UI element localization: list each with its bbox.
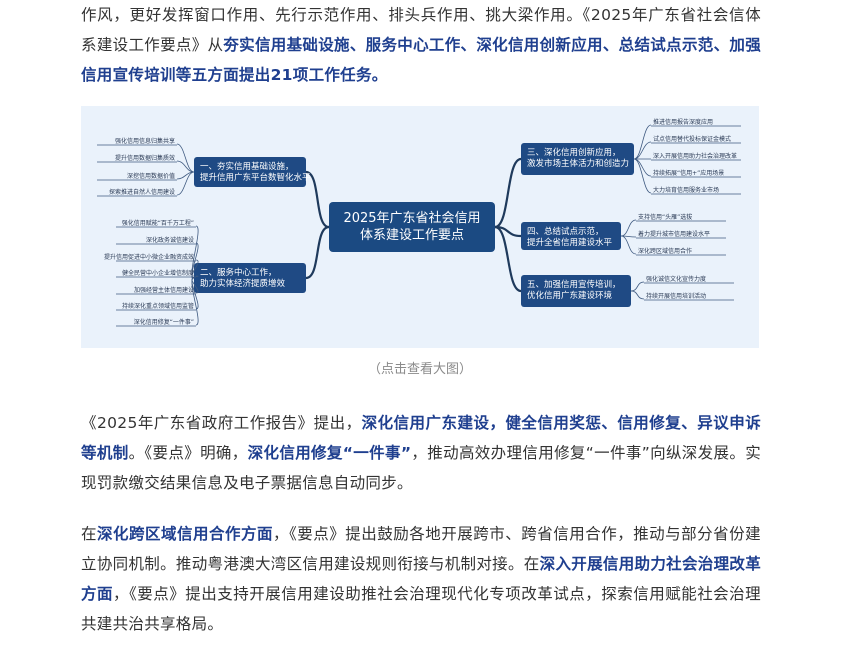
- branch-connector-2: [305, 225, 330, 280]
- leaf-item: 强化信用赋能“百千万工程”: [122, 219, 194, 227]
- mindmap-figure[interactable]: 2025年广东省社会信用体系建设工作要点 一、夯实信用基础设施，提升信用广东平台数…: [81, 106, 759, 348]
- intro-paragraph: 作风，更好发挥窗口作用、先行示范作用、排头兵作用、挑大梁作用。《2025年广东省…: [81, 0, 761, 90]
- branch-title-line: 提升信用广东平台数智化水平: [200, 172, 311, 183]
- leaf-item: 试点信用替代投标保证金模式: [653, 135, 731, 143]
- leaf-item: 深挖信用数据价值: [127, 172, 175, 180]
- leaf-item: 深化信用修复“一件事”: [134, 318, 194, 326]
- branch-connector-3: [494, 157, 522, 229]
- coop-text-1: 在: [81, 525, 97, 543]
- report-highlight-2: 深化信用修复“一件事”: [247, 444, 412, 462]
- leaf-item: 强化信用信息归集共享: [115, 137, 175, 145]
- leaf-connector: [620, 219, 637, 237]
- branch-title-line: 助力实体经济提质增效: [200, 278, 286, 289]
- branch-box-2: [194, 263, 306, 293]
- branch-title-line: 五、加强信用宣传培训，: [527, 279, 621, 290]
- leaf-item: 深化跨区域信用合作: [638, 247, 692, 255]
- leaf-connector: [176, 143, 195, 173]
- leaf-item: 强化诚信文化宣传力度: [646, 275, 706, 283]
- mindmap-center-title-line: 2025年广东省社会信用: [343, 210, 480, 226]
- report-text-3: ，推动高效办理信用修复“一件事”向纵深发展。实现罚款缴交结果信息及电子票据信息自…: [81, 444, 761, 492]
- report-text-2: 。《要点》明确，: [128, 444, 248, 462]
- branch-box-4: [521, 222, 621, 250]
- intro-text: 作风，更好发挥窗口作用、先行示范作用、排头兵作用、挑大梁作用。《2025年广东省…: [81, 6, 761, 54]
- branch-box-3: [521, 143, 634, 175]
- cooperation-paragraph: 在深化跨区域信用合作方面，《要点》提出鼓励各地开展跨市、跨省信用合作，推动与部分…: [81, 519, 761, 639]
- report-paragraph: 《2025年广东省政府工作报告》提出，深化信用广东建设，健全信用奖惩、信用修复、…: [81, 408, 761, 498]
- branch-title-line: 四、总结试点示范，: [527, 226, 604, 237]
- mindmap-center-box: [329, 202, 495, 252]
- leaf-connector: [633, 124, 652, 160]
- leaf-item: 健全民营中小企业增信制度: [122, 269, 194, 277]
- intro-highlight: 夯实信用基础设施、服务中心工作、深化信用创新应用、总结试点示范、加强信用宣传培训…: [81, 36, 761, 84]
- leaf-item: 提升信用促进中小微企业融资成效: [104, 253, 194, 261]
- leaf-connector: [620, 235, 637, 255]
- branch-title-line: 激发市场主体活力和创造力: [527, 158, 629, 169]
- leaf-item: 提升信用数据归集质效: [115, 154, 175, 162]
- leaf-connector: [633, 158, 652, 194]
- branch-title-line: 一、夯实信用基础设施，: [200, 161, 294, 172]
- leaf-connector: [191, 277, 199, 326]
- coop-text-2: ，《要点》提出鼓励各地开展跨市、跨省信用合作，推动与部分省份建立协同机制。推动粤…: [81, 525, 761, 573]
- leaf-item: 支持信用“头雁”选拔: [638, 213, 692, 221]
- branch-connector-1: [305, 170, 330, 229]
- coop-text-3: ，《要点》提出支持开展信用建设助推社会治理现代化专项改革试点，探索信用赋能社会治…: [81, 585, 761, 633]
- mindmap-center-title-line: 体系建设工作要点: [360, 228, 464, 243]
- leaf-connector: [633, 158, 652, 177]
- coop-highlight-2: 深入开展信用助力社会治理改革方面: [81, 555, 762, 603]
- leaf-connector: [630, 290, 645, 300]
- leaf-item: 加强经营主体信用建设: [134, 286, 194, 294]
- leaf-connector: [176, 171, 195, 196]
- branch-title-line: 提升全省信用建设水平: [527, 237, 613, 248]
- figure-caption[interactable]: （点击查看大图）: [367, 362, 472, 377]
- branch-title-line: 优化信用广东建设环境: [527, 290, 613, 301]
- leaf-item: 持续深化重点领域信用监管: [122, 302, 194, 310]
- leaf-item: 深化政务诚信建设: [146, 236, 194, 244]
- leaf-connector: [176, 160, 195, 173]
- leaf-item: 着力提升城市信用建设水平: [638, 230, 710, 238]
- report-highlight-1: 深化信用广东建设，健全信用奖惩、信用修复、异议申诉等机制: [81, 414, 761, 462]
- leaf-item: 推进信用报告深度应用: [653, 118, 713, 126]
- leaf-item: 探索推进自然人信用建设: [109, 188, 175, 196]
- coop-highlight-1: 深化跨区域信用合作方面: [97, 525, 273, 543]
- branch-box-1: [194, 157, 306, 187]
- leaf-item: 深入开展信用助力社会治理改革: [653, 152, 737, 160]
- leaf-item: 持续拓展“信用+”应用场景: [653, 169, 724, 177]
- branch-box-5: [521, 275, 631, 307]
- leaf-connector: [633, 141, 652, 160]
- branch-connector-5: [494, 225, 522, 293]
- leaf-item: 大力培育信用服务业市场: [653, 186, 719, 194]
- leaf-connector: [630, 281, 645, 292]
- branch-title-line: 三、深化信用创新应用，: [527, 147, 621, 158]
- branch-title-line: 二、服务中心工作，: [200, 267, 277, 278]
- leaf-item: 持续开展信用培训活动: [646, 292, 706, 300]
- report-text-1: 《2025年广东省政府工作报告》提出，: [81, 414, 362, 432]
